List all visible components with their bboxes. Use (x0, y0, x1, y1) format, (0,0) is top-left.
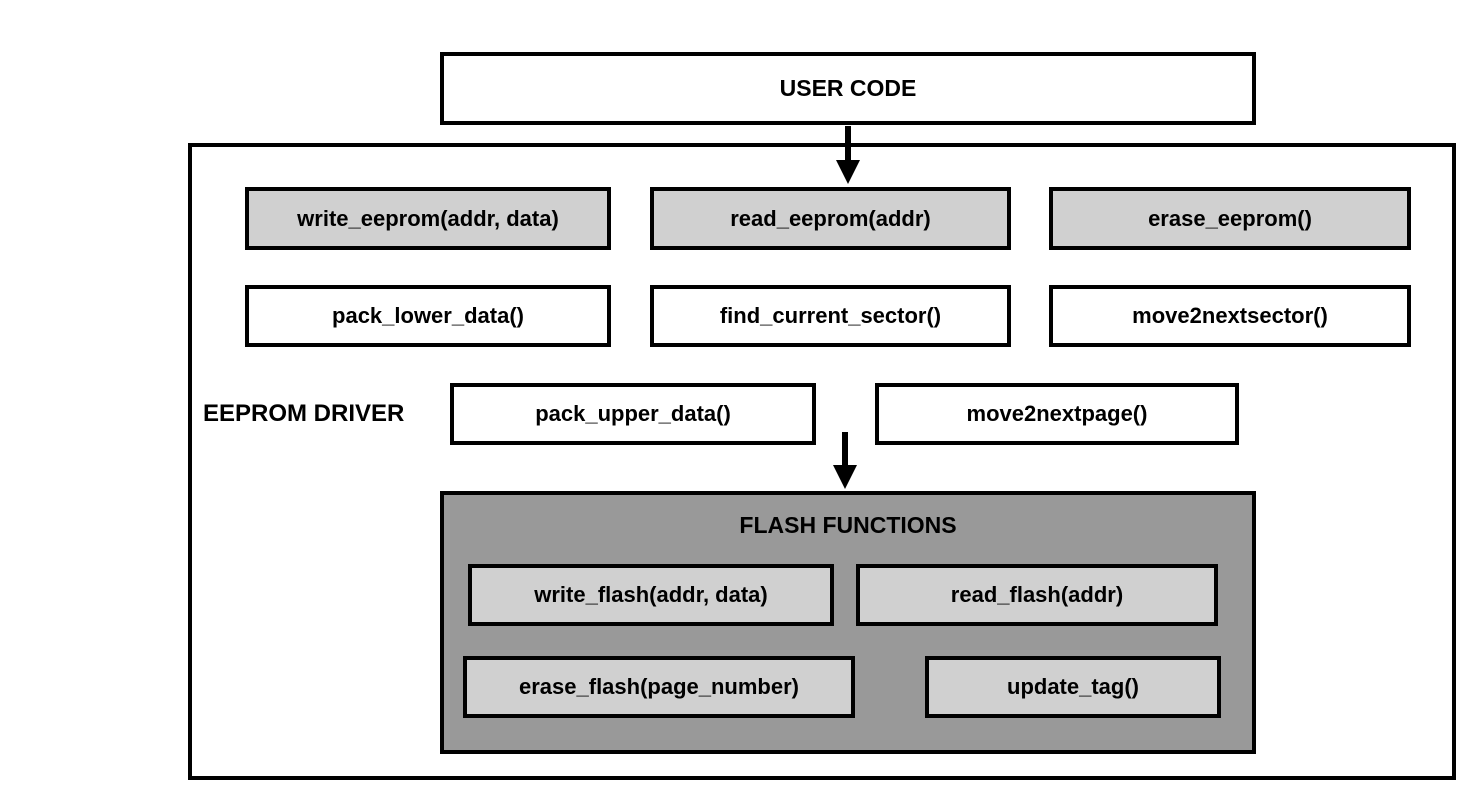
helper-box-pack-upper-data: pack_upper_data() (450, 383, 816, 445)
flash-functions-label: FLASH FUNCTIONS (739, 511, 957, 538)
api-box-read-eeprom: read_eeprom(addr) (650, 187, 1011, 250)
flash-box-write-flash: write_flash(addr, data) (468, 564, 834, 626)
helper-box-find-current-sector: find_current_sector() (650, 285, 1011, 347)
flash-box-erase-flash: erase_flash(page_number) (463, 656, 855, 718)
api-box-write-eeprom: write_eeprom(addr, data) (245, 187, 611, 250)
user-code-box: USER CODE (440, 52, 1256, 125)
helper-box-move2nextsector: move2nextsector() (1049, 285, 1411, 347)
helper-box-pack-lower-data: pack_lower_data() (245, 285, 611, 347)
api-box-erase-eeprom: erase_eeprom() (1049, 187, 1411, 250)
flash-box-update-tag: update_tag() (925, 656, 1221, 718)
helper-box-move2nextpage: move2nextpage() (875, 383, 1239, 445)
eeprom-driver-label: EEPROM DRIVER (203, 400, 405, 427)
flash-box-read-flash: read_flash(addr) (856, 564, 1218, 626)
